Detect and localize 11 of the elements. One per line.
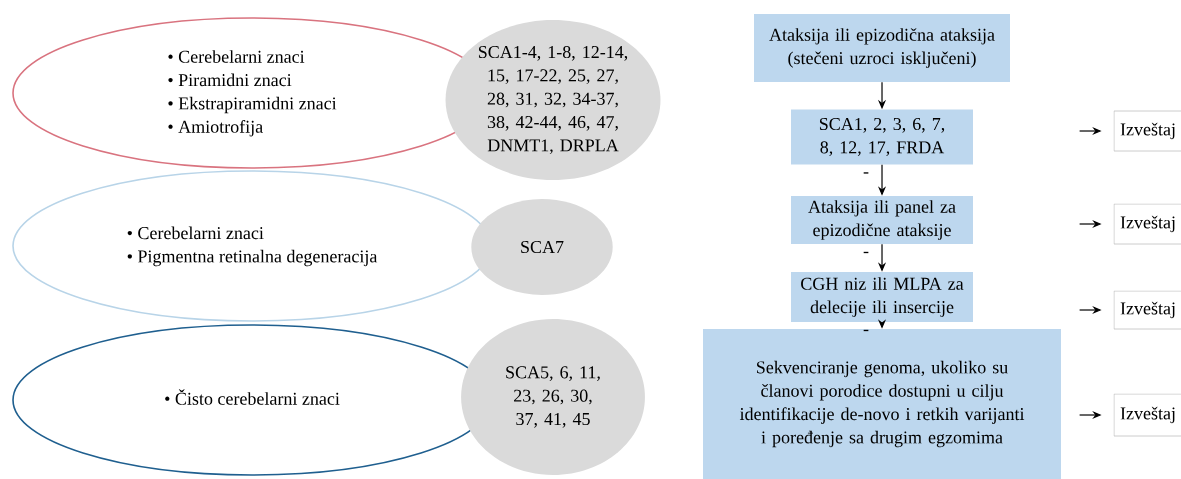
process-box: SCA1, 2, 3, 6, 7, 8, 12, 17, FRDA bbox=[791, 109, 973, 165]
report-box: Izveštaj bbox=[1113, 110, 1181, 152]
process-box: CGH niz ili MLPA za delecije ili insercije bbox=[791, 272, 973, 322]
edge-label: - bbox=[863, 172, 869, 174]
process-box: Ataksija ili epizodična ataksija (stečeni uzroci isključeni) bbox=[754, 14, 1010, 82]
report-box: Izveštaj bbox=[1113, 290, 1181, 330]
edge-label: - bbox=[863, 329, 869, 332]
report-box: Izveštaj bbox=[1113, 203, 1181, 245]
process-box: Ataksija ili panel za epizodične ataksije bbox=[791, 196, 973, 244]
report-box: Izveštaj bbox=[1113, 393, 1181, 437]
edge-label: - bbox=[863, 251, 869, 254]
